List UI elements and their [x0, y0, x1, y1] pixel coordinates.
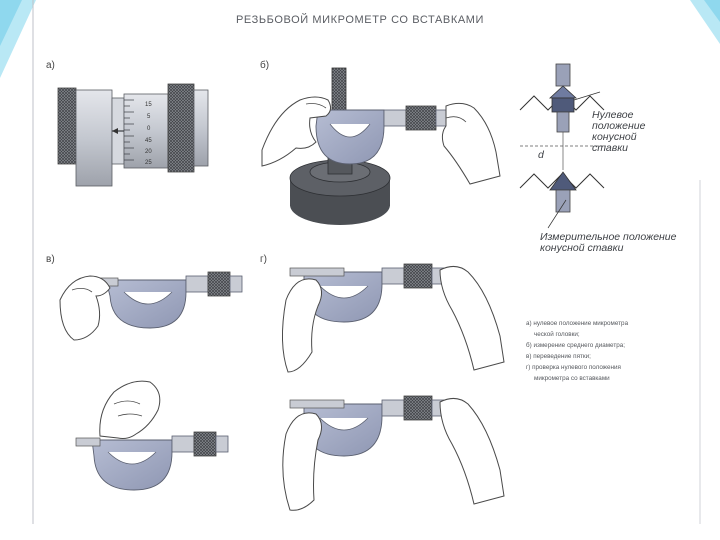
caption-line-4: в) переведение пятки;	[526, 353, 591, 360]
page-title: РЕЗЬБОВОЙ МИКРОМЕТР СО ВСТАВКАМИ	[235, 14, 485, 26]
caption-line-1: а) нулевое положение микрометра	[526, 320, 629, 327]
panel-label-v: в)	[46, 254, 55, 265]
panel-g-micrometer-top	[281, 263, 505, 373]
panel-label-g: г)	[260, 254, 267, 265]
panel-v-micrometer-bottom	[75, 380, 229, 491]
panel-b-measuring-setup	[261, 67, 501, 225]
panel-label-b: б)	[260, 60, 270, 71]
panel-g-micrometer-bottom	[282, 395, 505, 511]
panel-a-micrometer-head	[57, 83, 209, 187]
panel-label-a: а)	[46, 60, 55, 71]
panel-v-micrometer-top	[59, 271, 243, 341]
caption-line-6: микрометра со вставками	[534, 375, 610, 382]
dimension-label: d	[538, 149, 544, 161]
caption-line-5: г) проверка нулевого положения	[526, 364, 621, 371]
thimble-mark-5: 20	[145, 149, 152, 155]
thimble-mark-3: 0	[147, 126, 151, 132]
thimble-mark-6: 25	[145, 160, 152, 166]
thimble-mark-2: 5	[147, 114, 151, 120]
corner-decoration-left	[0, 0, 36, 78]
caption-line-3: б) измерение среднего диаметра;	[526, 342, 625, 349]
cone-insert-schematic	[519, 63, 606, 229]
corner-decoration-right	[690, 0, 720, 44]
caption-line-2: ческой головки;	[534, 331, 580, 338]
thimble-mark-4: 45	[145, 138, 152, 144]
thimble-mark-1: 15	[145, 102, 152, 108]
measuring-position-annotation: Измерительное положение конусной ставки	[540, 231, 677, 254]
zero-position-annotation: Нулевое положение конусной ставки	[592, 109, 646, 154]
